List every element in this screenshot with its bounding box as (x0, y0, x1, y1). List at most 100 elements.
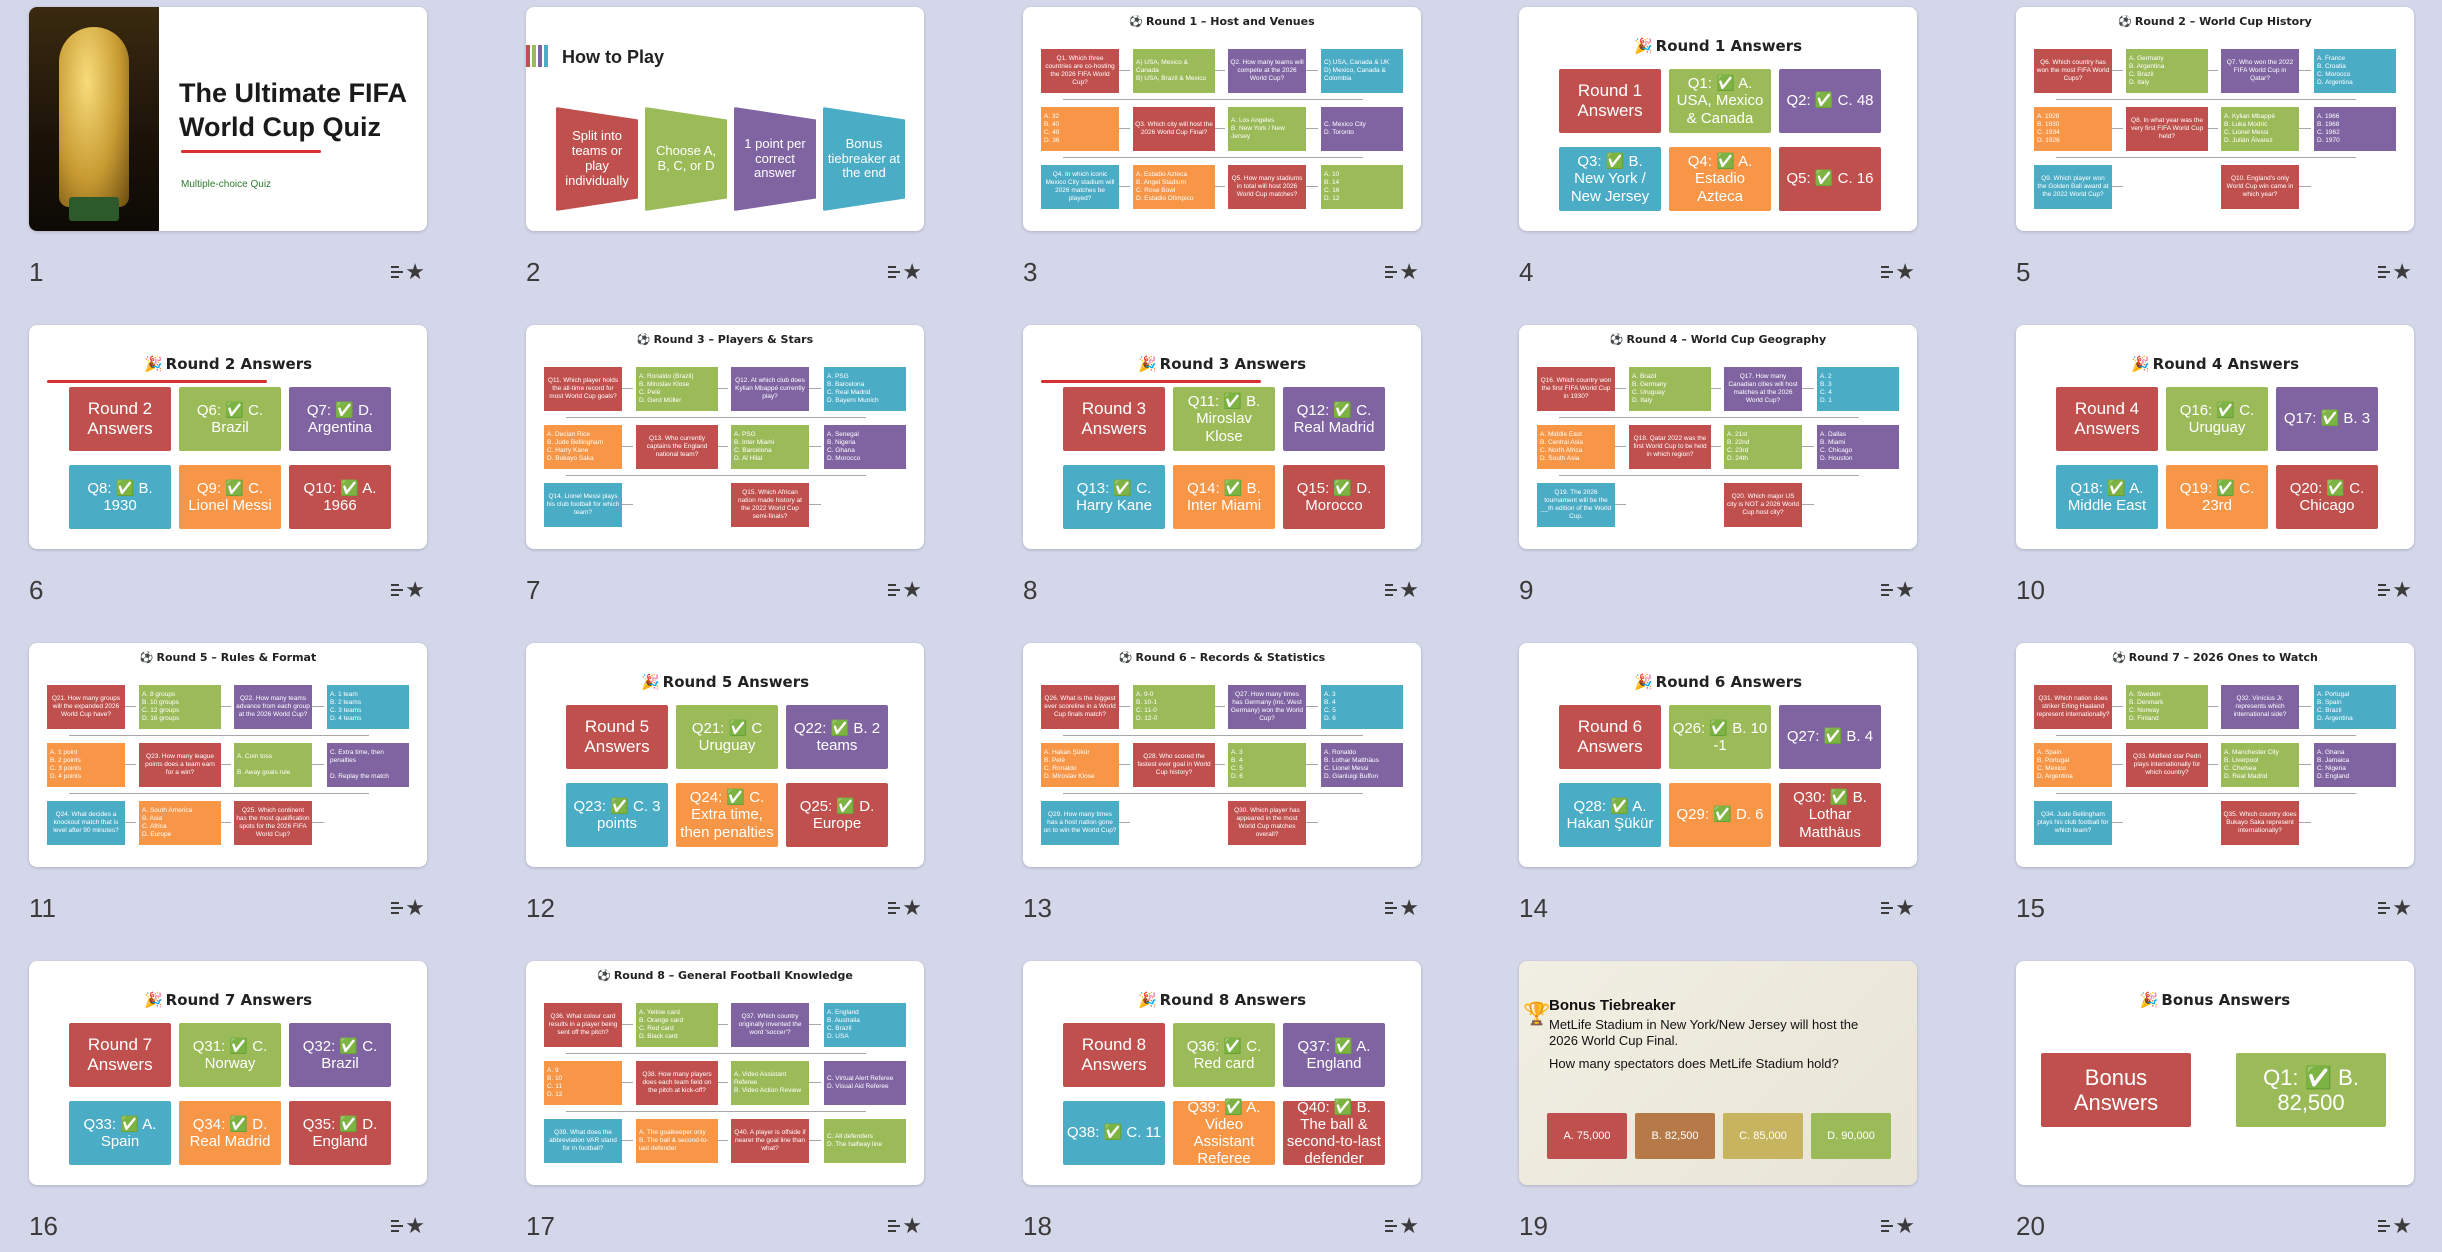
options-box: A. 1928 B. 1930 C. 1934 D. 1926 (2034, 107, 2112, 151)
options-box: A. Spain B. Portugal C. Mexico D. Argent… (2034, 743, 2112, 787)
options-box: A. PSG B. Barcelona C. Real Madrid D. Ba… (824, 367, 906, 411)
round-icon: ⚽ (1118, 651, 1133, 664)
slideshow-star-icon[interactable]: ★ (888, 577, 922, 603)
answer-card: Q32: ✅ C. Brazil (289, 1023, 391, 1087)
question-box: Q12. At which club does Kylian Mbappé cu… (731, 367, 809, 411)
options-box: A. Sweden B. Denmark C. Norway D. Finlan… (2126, 685, 2208, 729)
slideshow-star-icon[interactable]: ★ (2378, 259, 2412, 285)
round-icon: ⚽ (636, 333, 651, 346)
flow-connector (809, 1082, 821, 1083)
flow-connector (622, 1082, 633, 1083)
slideshow-star-icon[interactable]: ★ (391, 895, 425, 921)
slideshow-star-icon[interactable]: ★ (391, 259, 425, 285)
slide-number: 16 (29, 1211, 58, 1241)
star-icon: ★ (1895, 1213, 1915, 1238)
flow-connector (718, 388, 728, 389)
slideshow-star-icon[interactable]: ★ (1881, 577, 1915, 603)
slideshow-star-icon[interactable]: ★ (1881, 1213, 1915, 1239)
slideshow-star-icon[interactable]: ★ (888, 1213, 922, 1239)
question-box: Q36. What colour card results in a playe… (544, 1003, 622, 1047)
slide-title-text: Round 7 Answers (165, 991, 313, 1009)
slideshow-star-icon[interactable]: ★ (1385, 259, 1419, 285)
slideshow-star-icon[interactable]: ★ (2378, 577, 2412, 603)
flow-connector (1119, 764, 1130, 765)
answer-card: Q38: ✅ C. 11 (1063, 1101, 1165, 1165)
flow-connector (2112, 186, 2123, 187)
slideshow-star-icon[interactable]: ★ (2378, 895, 2412, 921)
question-box: Q40. A player is offside if nearer the g… (731, 1119, 809, 1163)
options-box: C. Virtual Alert Referee D. Visual Aid R… (824, 1061, 906, 1105)
slideshow-star-icon[interactable]: ★ (1385, 1213, 1419, 1239)
slideshow-star-icon[interactable]: ★ (1881, 895, 1915, 921)
options-box: A. Kylian Mbappé B. Luka Modrić C. Lione… (2221, 107, 2299, 151)
star-icon: ★ (405, 895, 425, 920)
answer-card: Q30: ✅ B. Lothar Matthäus (1779, 783, 1881, 847)
question-box: Q17. How many Canadian cities will host … (1724, 367, 1802, 411)
options-box: A. Ronaldo B. Lothar Matthäus C. Lionel … (1321, 743, 1403, 787)
flow-connector (1215, 706, 1225, 707)
slideshow-star-icon[interactable]: ★ (1385, 895, 1419, 921)
slide-title-text: Round 4 Answers (2152, 355, 2300, 373)
slideshow-star-icon[interactable]: ★ (1881, 259, 1915, 285)
flow-connector (2112, 70, 2123, 71)
flow-connector (1711, 446, 1721, 447)
options-box: A. Middle East B. Central Asia C. North … (1537, 425, 1615, 469)
slide-title-text: Round 4 – World Cup Geography (1626, 333, 1827, 346)
answer-card: Q27: ✅ B. 4 (1779, 705, 1881, 769)
slideshow-star-icon[interactable]: ★ (888, 259, 922, 285)
slideshow-star-icon[interactable]: ★ (391, 577, 425, 603)
options-box: A. France B. Croatia C. Morocco D. Argen… (2314, 49, 2396, 93)
slide-title: 🎉Round 1 Answers (1519, 37, 1917, 55)
flow-connector (1215, 186, 1225, 187)
answer-card: Q29: ✅ D. 6 (1669, 783, 1771, 847)
star-icon: ★ (405, 259, 425, 284)
party-popper-icon: 🎉 (1137, 991, 1157, 1009)
answer-card: Q1: ✅ B. 82,500 (2236, 1053, 2386, 1127)
question-box: Q19. The 2026 tournament will be the __t… (1537, 483, 1615, 527)
slideshow-star-icon[interactable]: ★ (1385, 577, 1419, 603)
color-bar (544, 45, 548, 67)
options-box: A. 3 B. 4 C. 5 D. 6 (1321, 685, 1403, 729)
slideshow-star-icon[interactable]: ★ (391, 1213, 425, 1239)
flow-connector (2208, 128, 2218, 129)
flow-connector (622, 388, 633, 389)
flow-connector (1306, 822, 1318, 823)
answer-card: Q5: ✅ C. 16 (1779, 147, 1881, 211)
flow-connector (1559, 475, 1859, 476)
question-box: Q5. How many stadiums in total will host… (1228, 165, 1306, 209)
slideshow-star-icon[interactable]: ★ (2378, 1213, 2412, 1239)
flow-connector (1119, 822, 1130, 823)
star-icon: ★ (1399, 1213, 1419, 1238)
options-box: C. All defenders D. The halfway line (824, 1119, 906, 1163)
flow-connector (2299, 128, 2311, 129)
options-box: A. Brazil B. Germany C. Uruguay D. Italy (1629, 367, 1711, 411)
star-icon: ★ (902, 577, 922, 602)
slideshow-star-icon[interactable]: ★ (888, 895, 922, 921)
question-box: Q16. Which country won the first FIFA Wo… (1537, 367, 1615, 411)
party-popper-icon: 🎉 (2130, 355, 2150, 373)
